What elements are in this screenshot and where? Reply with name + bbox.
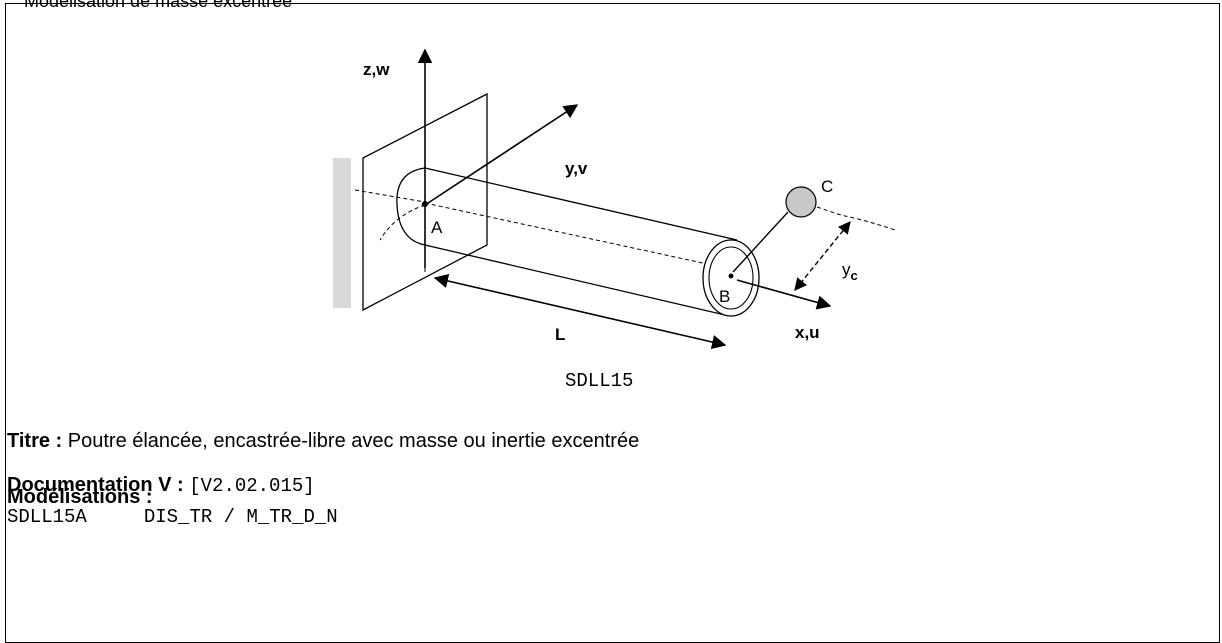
mass-c	[785, 186, 817, 218]
wall-plane	[362, 92, 488, 312]
beam-bottom-edge	[424, 244, 726, 316]
label-l: L	[555, 325, 565, 344]
label-yc: yc	[842, 260, 858, 283]
label-x: x,u	[795, 323, 820, 342]
label-c: C	[821, 177, 833, 196]
label-y: y,v	[565, 159, 588, 178]
documentation-value: [V2.02.015]	[189, 475, 315, 497]
modelisations-label: Modélisations :	[7, 486, 153, 508]
beam-start-cap	[396, 167, 426, 246]
titre-line: Titre : Poutre élancée, encastrée-libre …	[7, 430, 639, 453]
beam-top-edge	[424, 167, 738, 241]
mass-link	[732, 211, 789, 273]
section-header-partial: Modélisation de masse excentrée	[24, 0, 293, 11]
modelisation-code: SDLL15A	[7, 506, 87, 528]
titre-label: Titre :	[7, 430, 63, 452]
y-axis	[424, 104, 579, 206]
beam-diagram: z,w y,v x,u A B C L yc	[333, 48, 896, 350]
modelisation-types: DIS_TR / M_TR_D_N	[143, 506, 338, 528]
x-axis	[736, 279, 832, 310]
titre-value: Poutre élancée, encastrée-libre avec mas…	[62, 430, 640, 452]
documentation-label: Documentation V :	[7, 474, 184, 496]
figure-caption: SDLL15	[565, 370, 634, 392]
yc-dimension	[794, 221, 851, 291]
point-a-dot	[422, 201, 428, 207]
label-z: z,w	[363, 60, 390, 79]
length-dimension	[433, 273, 727, 350]
point-b-dot	[728, 273, 734, 279]
wall-shading	[333, 158, 351, 308]
label-b: B	[719, 287, 730, 306]
modelisation-row: SDLL15A DIS_TR / M_TR_D_N	[7, 506, 338, 528]
documentation-line: Documentation V : [V2.02.015]	[7, 474, 315, 497]
label-a: A	[431, 218, 443, 237]
